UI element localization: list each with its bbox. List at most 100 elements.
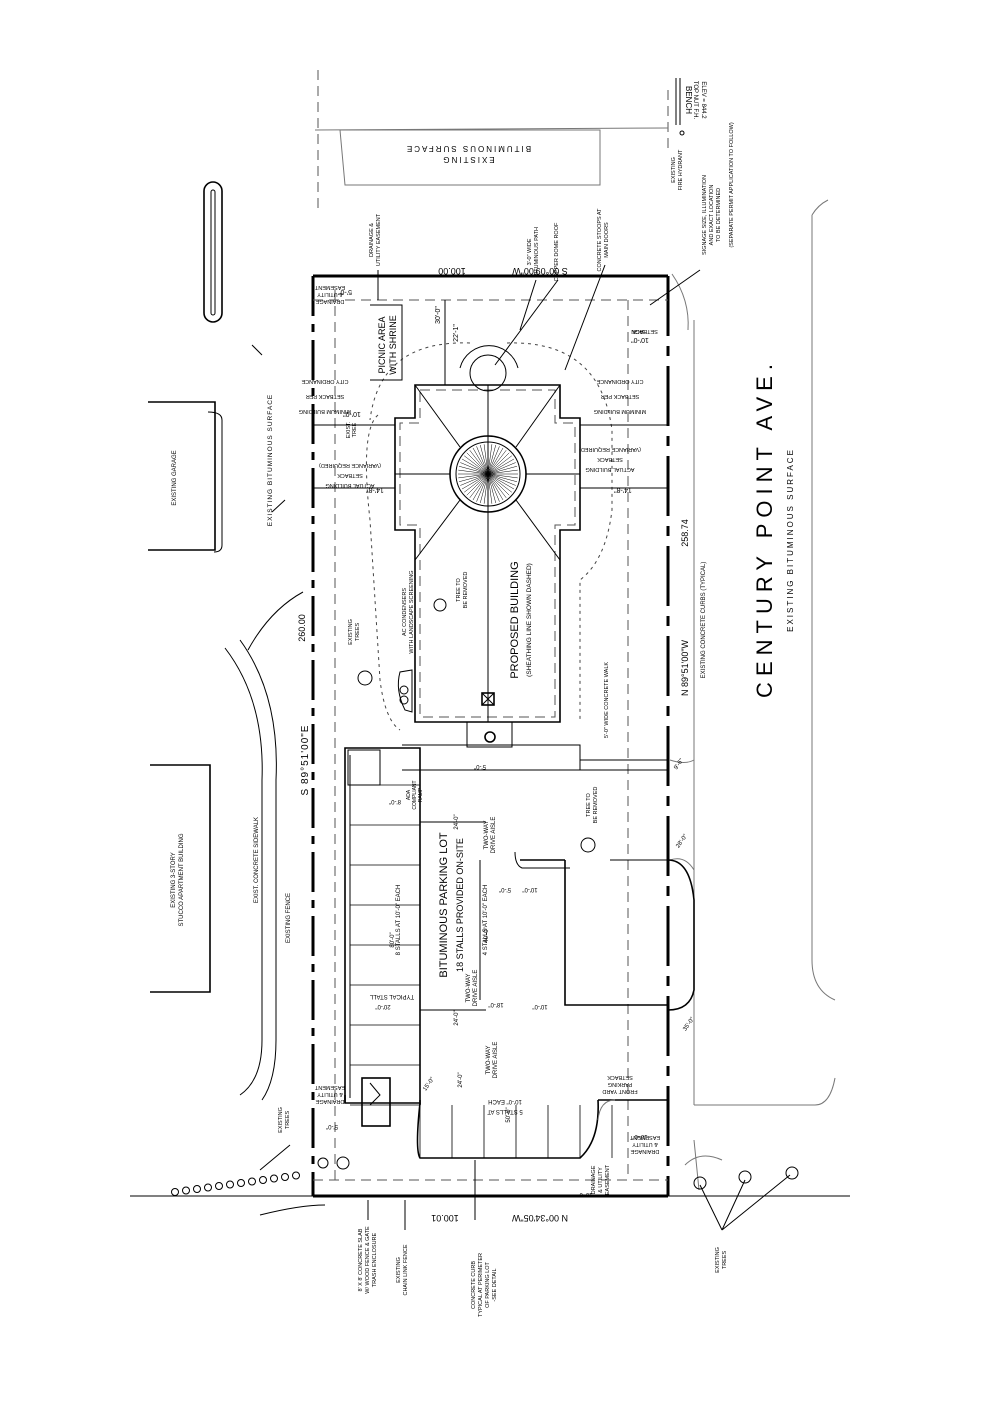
shrub-icon [193, 1185, 201, 1193]
shrub-icon [171, 1188, 179, 1196]
easement-br-2: & UTILITY [632, 1141, 658, 1147]
actual-setback-r2: SETBACK [597, 456, 623, 462]
two-way-2a: TWO-WAY [466, 974, 472, 1003]
dome-ray [487, 473, 516, 486]
dome-ray [458, 473, 489, 479]
dome-ray [469, 473, 489, 498]
bottom-notes: 8' X 8' CONCRETE SLAB W/ WOOD FENCE & GA… [171, 1099, 799, 1317]
south-distance: 258.74 [680, 519, 690, 547]
parking-subtitle: 18 STALLS PROVIDED ON-SITE [455, 838, 465, 972]
west-distance: 100.01 [431, 1213, 459, 1223]
dome-ray [479, 473, 489, 504]
front-setback-3: SETBACK [607, 1074, 633, 1080]
curb-note-2: TYPICAL AT PERIMETER [478, 1253, 484, 1317]
dim-15: 15'-0" [422, 1076, 436, 1092]
existing-tree-icon [357, 670, 373, 686]
dim-10-b: 10'-0" [631, 336, 649, 343]
dome-ray [458, 473, 489, 483]
two-way-1a: TWO-WAY [484, 821, 490, 850]
shrub-icon [292, 1171, 300, 1180]
ada-1: ADA [406, 789, 412, 800]
north-distance: 260.00 [297, 614, 307, 642]
dome-ray [461, 473, 489, 490]
parking-lot: BITUMINOUS PARKING LOT 18 STALLS PROVIDE… [344, 747, 695, 1159]
dim-5-c: 5'-0" [499, 886, 511, 892]
shrub-icon [237, 1179, 245, 1187]
shrub-icon [215, 1182, 223, 1190]
trees-label-2: TREES [355, 623, 361, 642]
actual-setback-3: (VARIANCE REQUIRED) [319, 462, 381, 468]
easement-br-3: EASEMENT [629, 1134, 660, 1140]
two-way-3a: TWO-WAY [486, 1046, 492, 1075]
dome-ray [466, 452, 489, 475]
east-distance: 100.00 [438, 266, 466, 276]
curb-note-3: OF PARKING LOT [485, 1261, 491, 1307]
signage-note-4: (SEPARATE PERMIT APPLICATION TO FOLLOW) [729, 122, 735, 247]
dome-ray [487, 473, 515, 490]
existing-surface-label-1: EXISTING [441, 155, 494, 164]
min-setback-1: MINIMUM BUILDING [299, 408, 351, 414]
bench-line-2: ELEV = 844.2 [700, 81, 706, 119]
trees-bl-2: TREES [285, 1111, 291, 1130]
ada-2: COMPLIANT [412, 780, 418, 809]
walk-note: 5'-0" WIDE CONCRETE WALK [604, 662, 610, 738]
ada-area [347, 749, 381, 786]
bench-mark: BENCH TOP NUT F.H. ELEV = 844.2 EXISTING… [671, 78, 706, 190]
dome-ray [487, 469, 518, 475]
dome-ray [472, 447, 489, 475]
easement-bl-2: & UTILITY [317, 1091, 343, 1097]
picnic-area: PICNIC AREA WITH SHRINE [370, 304, 403, 381]
dome-ray [460, 462, 489, 475]
dim-10-e: 10'-0" [577, 1191, 592, 1197]
bottom-easements: DRAINAGE & UTILITY EASEMENT DRAINAGE & U… [314, 1077, 660, 1195]
dim-30: 30'-0" [435, 306, 442, 324]
chain-fence-1: EXISTING [396, 1257, 402, 1283]
ac-note-1: AC CONDENSERS [402, 588, 408, 636]
column-marker [481, 692, 495, 706]
easement-bl-3: EASEMENT [314, 1084, 345, 1090]
trees-bl-1: EXISTING [278, 1107, 284, 1133]
drainage-top-1: DRAINAGE & [369, 223, 375, 257]
left-surface-label: EXISTING BITUMINOUS SURFACE [267, 394, 274, 526]
dome-ray [487, 473, 500, 502]
trees-br-1: EXISTING [715, 1247, 721, 1273]
picnic-line-2: WITH SHRINE [388, 315, 398, 375]
east-bearing: S 00°09'00"W [512, 266, 568, 276]
stalls-4-label: 4 STALLS AT 10'-0" EACH [483, 885, 489, 956]
left-existing: EXISTING GARAGE EXISTING 3-STORY STUCCO … [148, 344, 304, 1101]
shrub-icon [182, 1186, 190, 1195]
stalls-8-label: 8 STALLS AT 10'-0" EACH [396, 885, 402, 956]
apartment-label-2: STUCCO APARTMENT BUILDING [179, 833, 185, 926]
slab-note-2: W/ WOOD FENCE & GATE [365, 1226, 371, 1294]
sidewalk-label: EXIST. CONCRETE SIDEWALK [254, 817, 260, 903]
south-bearing: N 89°51'00"W [680, 639, 690, 696]
hydrant-note-1: EXISTING [671, 157, 677, 183]
dome-ray [479, 444, 489, 475]
existing-surface-label-2: BITUMINOUS SURFACE [405, 144, 531, 153]
stalls-5-1: 5 STALLS AT [487, 1108, 523, 1114]
path-note-2: BITUMINOUS PATH [534, 227, 540, 277]
easement-top-2: & UTILITY [317, 291, 343, 297]
dome-ray [487, 458, 515, 475]
drainage-top-2: UTILITY EASEMENT [376, 213, 382, 266]
slab-note-3: TRASH ENCLOSURE [372, 1232, 378, 1287]
dim-22-1: 22'-1" [453, 324, 460, 342]
actual-setback-r1: ACTUAL BUILDING [585, 466, 634, 472]
dim-18: 18'-0" [488, 1001, 503, 1007]
shrine-apse [459, 345, 519, 369]
dome-ray [476, 446, 489, 475]
ac-note-2: WITH LANDSCAPE SCREENING [409, 570, 415, 653]
dome-ray [476, 473, 489, 502]
dim-14-8-a: 14'-8" [366, 486, 384, 493]
min-setback-r1: MINIMUM BUILDING [594, 408, 646, 414]
tree-removed-p1: TREE TO [586, 792, 592, 816]
min-setback-3: CITY ORDINANCE [301, 378, 348, 384]
street-surface: EXISTING BITUMINOUS SURFACE [786, 448, 795, 632]
tree-removed-p2: BE REMOVED [593, 787, 599, 824]
min-setback-r3: CITY ORDINANCE [596, 378, 643, 384]
dome-ray [487, 452, 510, 475]
easement-b-1: DRAINAGE [591, 1165, 597, 1194]
picnic-line-1: PICNIC AREA [377, 316, 387, 373]
curb-note-1: CONCRETE CURB [471, 1261, 477, 1309]
fire-hydrant-icon [679, 130, 685, 136]
